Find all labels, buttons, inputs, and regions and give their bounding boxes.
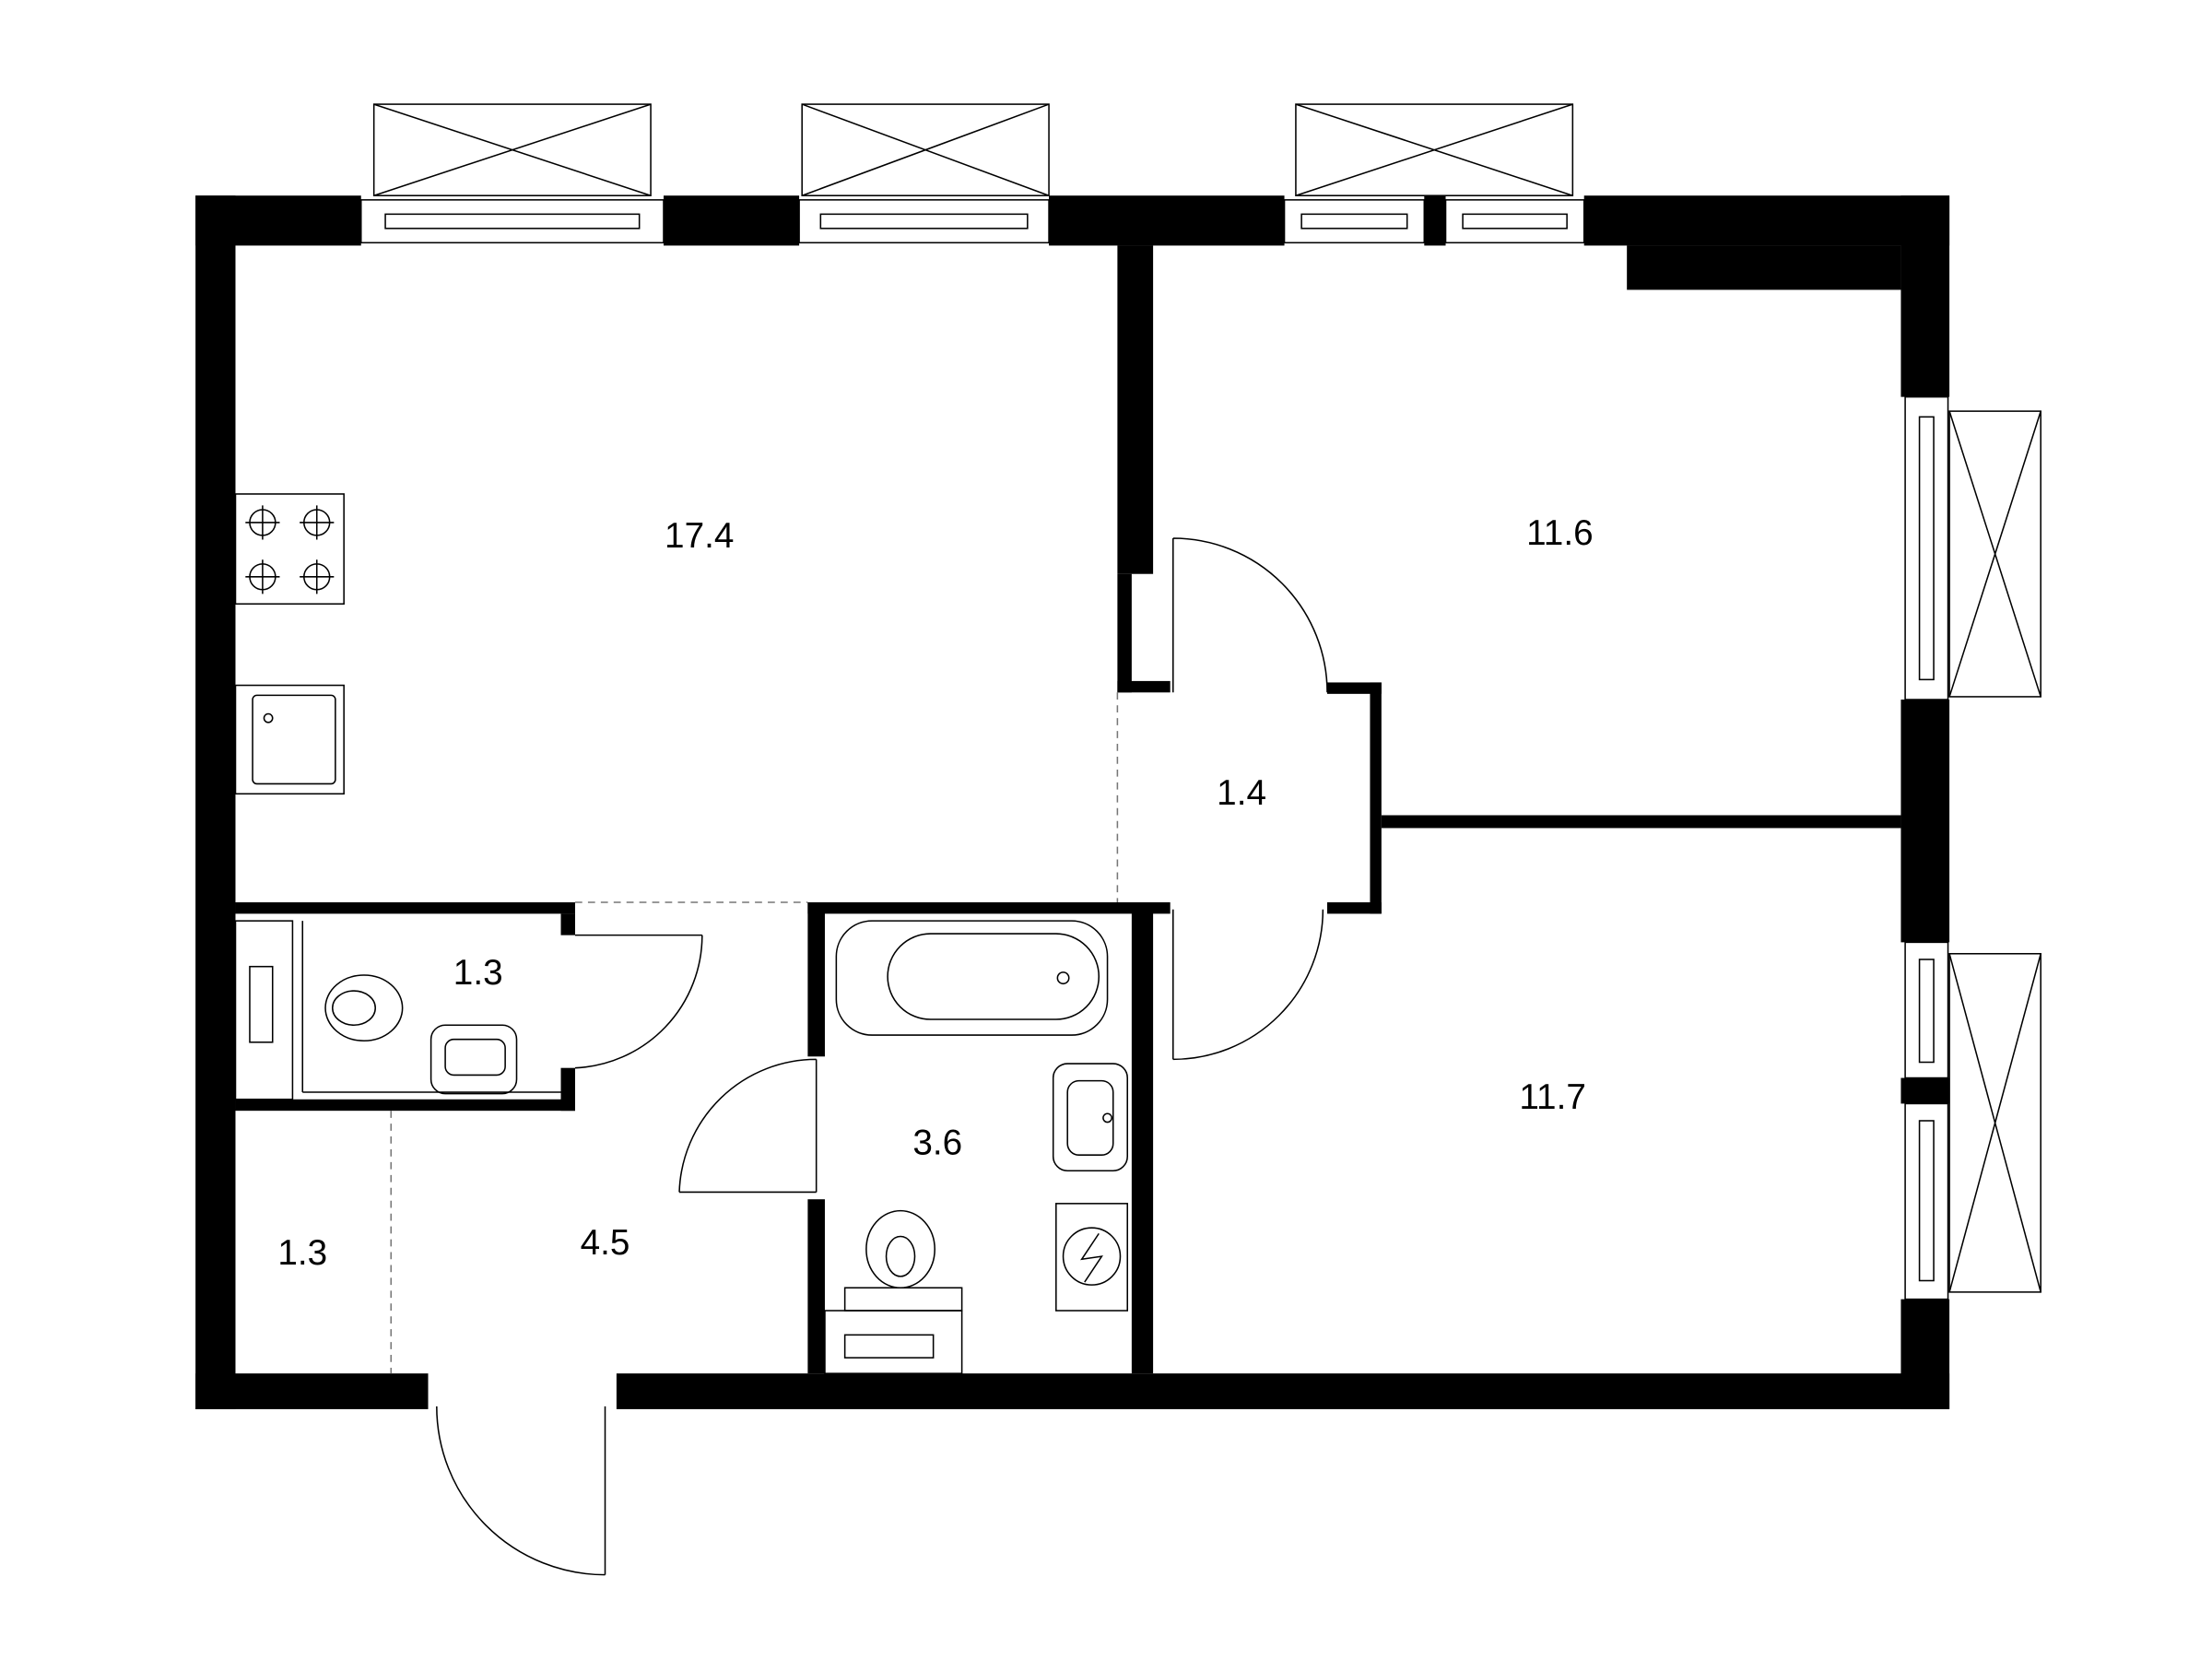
bathtub-icon — [835, 920, 1109, 1036]
room-labels: 17.4 11.6 1.4 1.3 3.6 11.7 1.3 4.5 — [277, 513, 1593, 1273]
balcony-top-3 — [1295, 103, 1574, 196]
balconies — [372, 103, 2041, 1293]
area-toilet: 1.3 — [453, 953, 503, 993]
balcony-top-1 — [372, 103, 652, 196]
zone-separators — [390, 692, 1119, 1374]
area-bathroom: 3.6 — [912, 1124, 962, 1163]
outer-walls — [195, 195, 1950, 1409]
area-storage: 1.3 — [277, 1233, 327, 1273]
balcony-right-2 — [1948, 952, 2041, 1293]
doors — [436, 537, 1328, 1576]
area-hall-small: 1.4 — [1217, 773, 1266, 813]
windows — [359, 199, 1949, 1300]
kitchen-sink-icon — [234, 684, 345, 795]
balcony-top-2 — [801, 103, 1050, 196]
wc-toilet-icon — [234, 920, 561, 1100]
area-bedroom-2: 11.7 — [1519, 1077, 1585, 1117]
washing-machine-icon — [1055, 1203, 1128, 1312]
area-kitchen-living: 17.4 — [665, 516, 734, 556]
washbasin-icon — [1052, 1063, 1128, 1171]
interior-walls — [235, 245, 1901, 1374]
balcony-right-1 — [1948, 410, 2041, 698]
area-entrance-hall: 4.5 — [581, 1223, 630, 1263]
area-bedroom-1: 11.6 — [1526, 513, 1593, 553]
stove-icon — [234, 493, 345, 606]
bathroom-toilet-icon — [824, 1209, 963, 1374]
